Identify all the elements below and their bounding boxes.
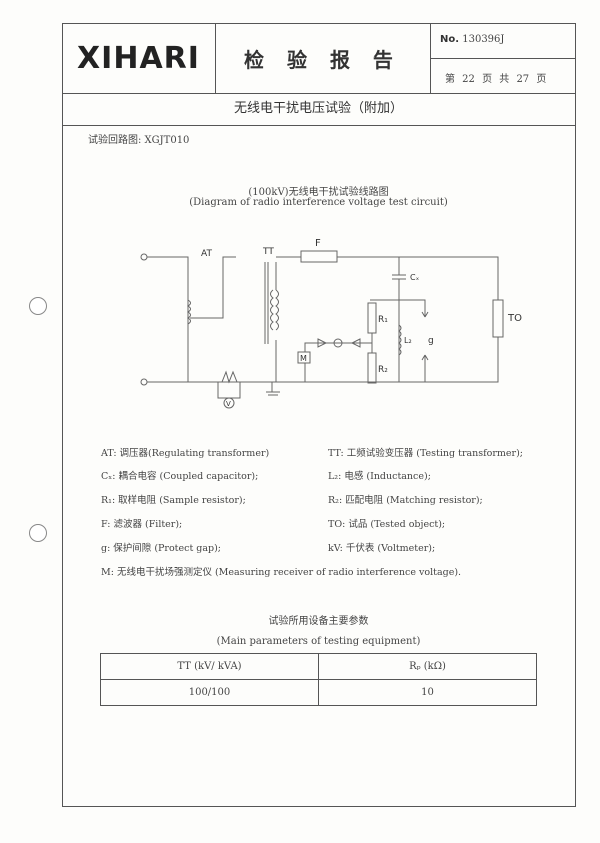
label-m: M <box>300 354 307 363</box>
page-frame <box>62 23 576 807</box>
binder-hole <box>29 524 47 542</box>
table-row: 100/100 10 <box>100 679 537 706</box>
legend-item: g: 保护间隙 (Protect gap); <box>101 543 222 554</box>
report-number: No. 130396J <box>440 34 504 45</box>
legend-item: R₂: 匹配电阻 (Matching resistor); <box>328 495 483 506</box>
equipment-title-en: (Main parameters of testing equipment) <box>216 636 421 647</box>
label-l2: L₂ <box>404 336 412 345</box>
table-cell: 100/100 <box>100 679 319 706</box>
legend-item: F: 滤波器 (Filter); <box>101 519 183 530</box>
divider <box>215 23 216 93</box>
equipment-title-cn: 试验所用设备主要参数 <box>268 616 369 627</box>
diagram-title-cn: (100kV)无线电干扰试验线路图 <box>248 187 389 198</box>
page-info: 第 22 页 共 27 页 <box>445 74 547 85</box>
label-at: AT <box>201 249 212 259</box>
legend-item: Cₓ: 耦合电容 (Coupled capacitor); <box>101 471 259 482</box>
label-f: F <box>315 238 321 249</box>
divider <box>62 93 575 94</box>
label-v: V <box>226 400 231 408</box>
label-to: TO <box>507 313 522 324</box>
divider <box>430 58 575 59</box>
binder-hole <box>29 297 47 315</box>
legend-item: kV: 千伏表 (Voltmeter); <box>328 543 436 554</box>
no-label: No. <box>440 34 460 45</box>
company-logo: XIHARI <box>77 40 200 76</box>
header-cell: Rₚ (kΩ) <box>318 653 537 680</box>
table-cell: 10 <box>318 679 537 706</box>
section-title: 无线电干扰电压试验（附加） <box>233 101 403 116</box>
label-g: g <box>428 336 434 346</box>
legend-item: TT: 工频试验变压器 (Testing transformer); <box>328 448 524 459</box>
legend-item: L₂: 电感 (Inductance); <box>328 471 431 482</box>
label-tt: TT <box>262 247 274 257</box>
no-value: 130396J <box>462 34 505 45</box>
divider <box>62 125 575 126</box>
legend-item: R₁: 取样电阻 (Sample resistor); <box>101 495 246 506</box>
label-r2: R₂ <box>378 365 388 375</box>
legend-item: M: 无线电干扰场强测定仪 (Measuring receiver of rad… <box>101 567 462 578</box>
table-header-row: TT (kV/ kVA) Rₚ (kΩ) <box>100 653 537 680</box>
equipment-table: TT (kV/ kVA) Rₚ (kΩ) 100/100 10 <box>100 653 537 706</box>
label-r1: R₁ <box>378 315 388 325</box>
diagram-title-en: (Diagram of radio interference voltage t… <box>189 197 448 208</box>
legend-item: TO: 试品 (Tested object); <box>328 519 446 530</box>
circuit-ref: 试验回路图: XGJT010 <box>88 135 190 146</box>
label-cx: Cₓ <box>410 273 420 282</box>
report-title: 检 验 报 告 <box>244 47 401 72</box>
header-cell: TT (kV/ kVA) <box>100 653 319 680</box>
legend-item: AT: 调压器(Regulating transformer) <box>101 448 270 459</box>
